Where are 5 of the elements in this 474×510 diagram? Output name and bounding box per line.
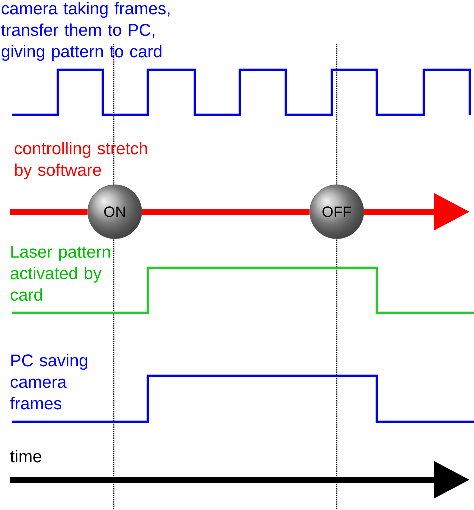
signal-label: camera taking frames, transfer them to PC, giving pattern to card <box>1 2 170 62</box>
signal-label: Laser pattern activated by card <box>10 246 110 302</box>
axis-label: time <box>10 450 42 463</box>
signal-label: controlling stretch by software <box>14 142 148 180</box>
signal-label: PC saving camera frames <box>10 354 88 410</box>
